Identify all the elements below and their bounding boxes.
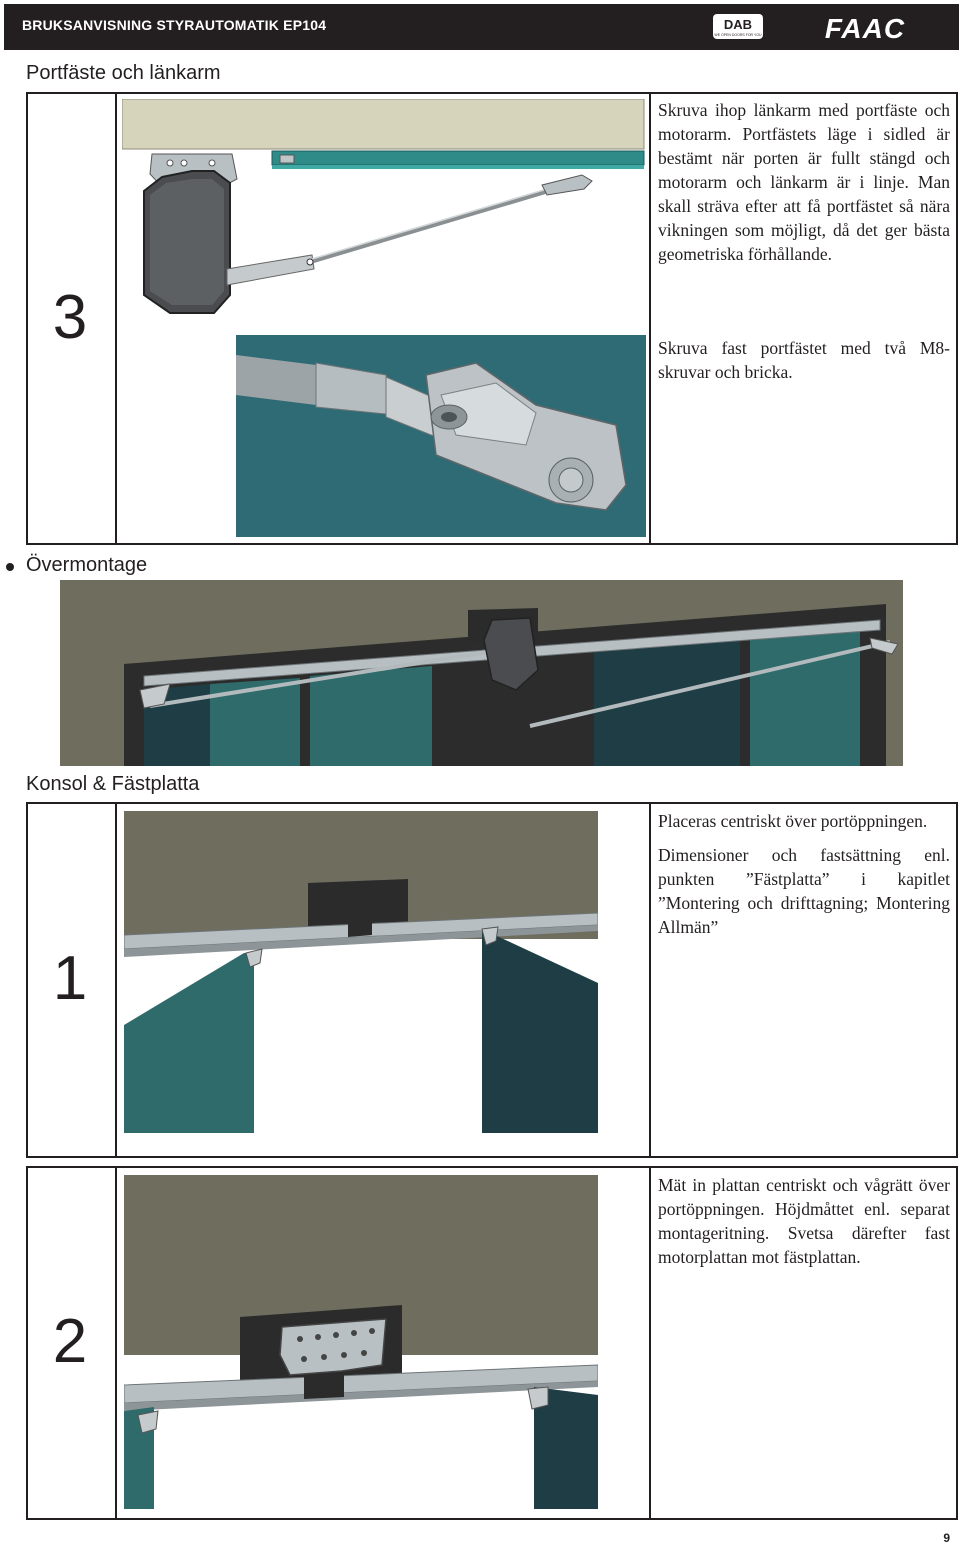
step-1-text: Placeras centriskt över portöppningen. D… — [658, 809, 950, 939]
step-1-paragraph-1: Placeras centriskt över portöppningen. — [658, 811, 928, 831]
dab-logo: DAB WE OPEN DOORS FOR YOU — [713, 14, 763, 39]
overhead-mount-illustration — [60, 580, 903, 766]
step-1-frame — [26, 802, 958, 1158]
section-title-konsol: Konsol & Fästplatta — [26, 773, 200, 795]
step-2-text: Mät in plattan centriskt och vågrätt öve… — [658, 1173, 950, 1269]
divider — [649, 802, 651, 1158]
faac-logo: FAAC — [825, 14, 905, 42]
faac-logo-text: FAAC — [825, 14, 905, 42]
step-3-text: Skruva ihop länkarm med portfäste och mo… — [658, 98, 950, 266]
step-number: 2 — [52, 1307, 88, 1376]
divider — [115, 92, 117, 545]
divider — [115, 802, 117, 1158]
step-number: 3 — [52, 283, 88, 352]
step-3-paragraph-1: Skruva ihop länkarm med portfäste och mo… — [658, 100, 950, 264]
step-2-frame — [26, 1166, 958, 1520]
motor-plate-illustration — [124, 1175, 598, 1509]
section-title-overmontage: Övermontage — [26, 554, 148, 576]
dab-logo-tagline: WE OPEN DOORS FOR YOU — [714, 33, 762, 37]
step-2-paragraph-1: Mät in plattan centriskt och vågrätt öve… — [658, 1175, 950, 1267]
step-3-text-2: Skruva fast portfästet med två M8-skruva… — [658, 336, 950, 384]
document-title: BRUKSANVISNING STYRAUTOMATIK EP104 — [22, 17, 327, 33]
divider — [115, 1166, 117, 1520]
divider — [649, 92, 651, 545]
step-number: 1 — [52, 944, 88, 1013]
step-3-paragraph-2: Skruva fast portfästet med två M8-skruva… — [658, 338, 950, 382]
bracket-placement-illustration — [124, 811, 598, 1133]
bullet-icon — [6, 563, 14, 571]
step-3-frame — [26, 92, 958, 545]
step-1-paragraph-2: Dimensioner och fastsättning enl. punkte… — [658, 845, 950, 937]
section-title-portfaste: Portfäste och länkarm — [26, 62, 221, 84]
header-bar — [4, 4, 959, 50]
arm-assembly-illustration — [122, 99, 645, 314]
page-number: 9 — [943, 1531, 950, 1545]
dab-logo-text: DAB — [724, 17, 752, 32]
bracket-closeup-illustration — [236, 335, 646, 537]
divider — [649, 1166, 651, 1520]
